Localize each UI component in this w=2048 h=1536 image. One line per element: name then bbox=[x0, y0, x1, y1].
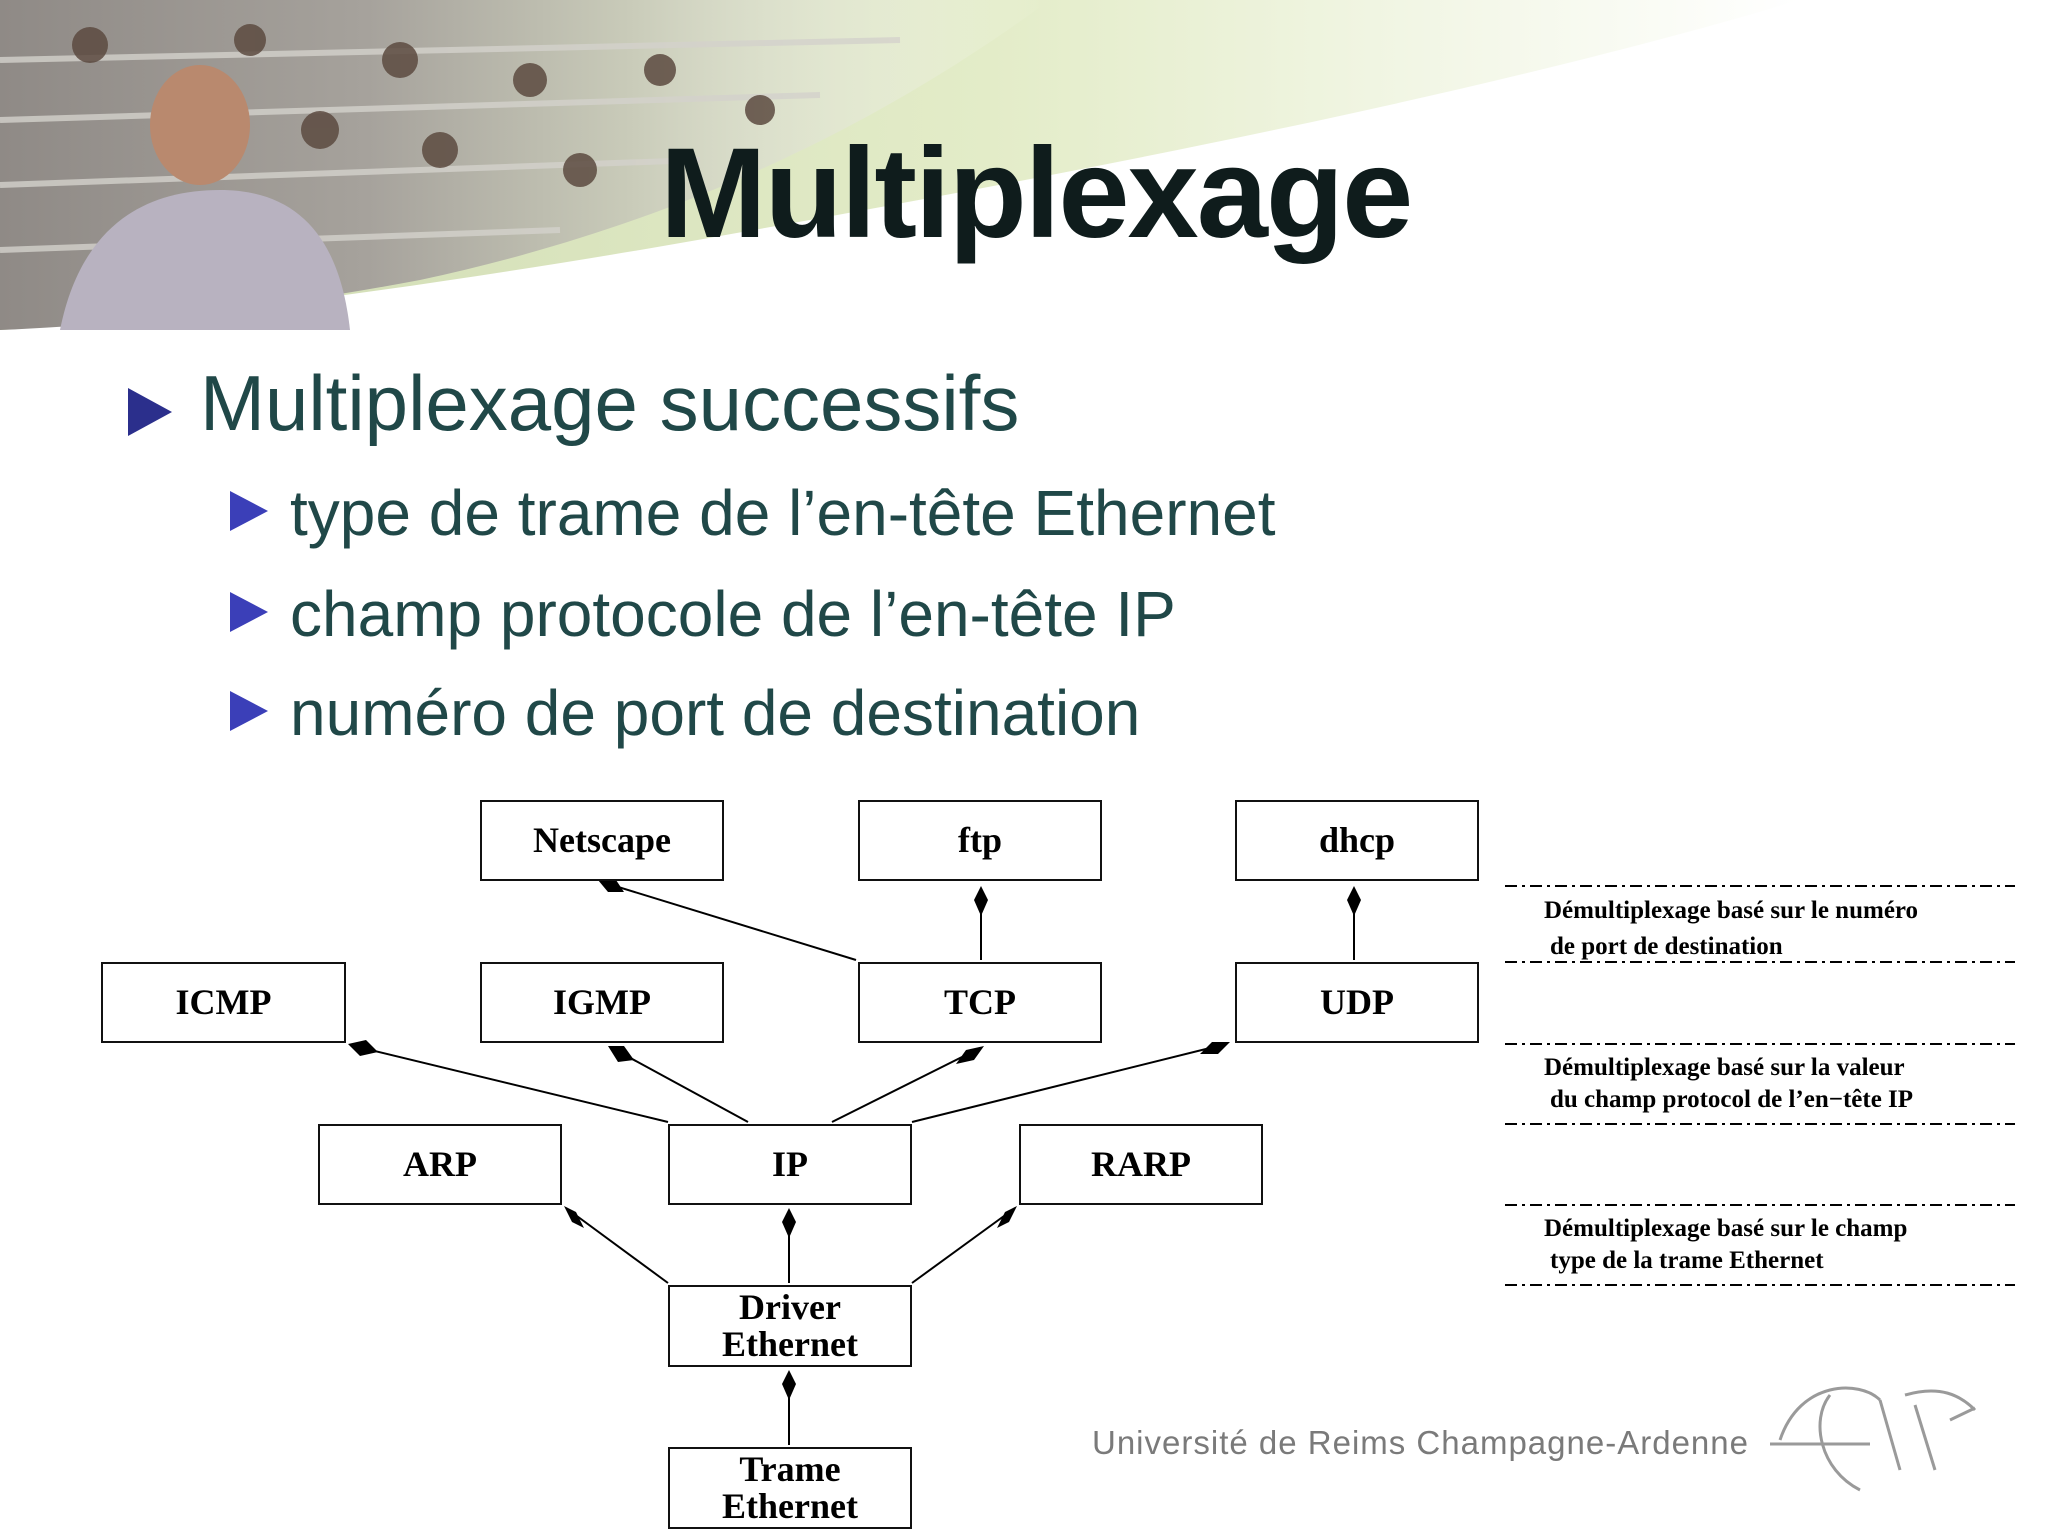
arrowhead-icon bbox=[956, 1046, 984, 1064]
box-trame-ethernet: Trame Ethernet bbox=[668, 1447, 912, 1529]
arrowhead-icon bbox=[997, 1206, 1017, 1228]
box-netscape: Netscape bbox=[480, 800, 724, 881]
bullet-triangle-icon bbox=[128, 388, 172, 436]
level-separators bbox=[1505, 885, 2015, 1286]
annotation-type-line2: type de la trame Ethernet bbox=[1550, 1247, 1824, 1274]
arrowhead-icon bbox=[348, 1040, 378, 1056]
box-ip: IP bbox=[668, 1124, 912, 1205]
box-trame-line2: Ethernet bbox=[722, 1486, 858, 1526]
box-driver-ethernet: Driver Ethernet bbox=[668, 1285, 912, 1367]
lecturer-figure bbox=[60, 65, 350, 330]
annotation-port-line2: de port de destination bbox=[1550, 933, 1783, 960]
arrowhead-icon bbox=[1347, 886, 1361, 916]
box-driver-line2: Ethernet bbox=[722, 1324, 858, 1364]
bullet-level2: numéro de port de destination bbox=[290, 677, 1141, 749]
annotation-protocol-line2: du champ protocol de l’en−tête IP bbox=[1550, 1086, 1914, 1113]
university-logo-icon bbox=[1770, 1386, 1977, 1492]
annotation-protocol-line1: Démultiplexage basé sur la valeur bbox=[1544, 1054, 1905, 1081]
bullet-triangle-icon bbox=[230, 691, 268, 731]
footer-university-name: Université de Reims Champagne-Ardenne bbox=[1092, 1424, 1749, 1461]
header-photo-banner bbox=[0, 0, 1800, 330]
box-ftp: ftp bbox=[858, 800, 1102, 881]
arrowhead-icon bbox=[564, 1206, 584, 1228]
arrowhead-icon bbox=[782, 1370, 796, 1400]
arrowhead-icon bbox=[598, 880, 624, 892]
arrowhead-icon bbox=[974, 886, 988, 916]
bullet-level1: Multiplexage successifs bbox=[200, 359, 1020, 447]
box-arp: ARP bbox=[318, 1124, 562, 1205]
bullet-triangle-icon bbox=[230, 592, 268, 632]
box-icmp: ICMP bbox=[101, 962, 346, 1043]
box-trame-line1: Trame bbox=[739, 1449, 841, 1489]
box-rarp: RARP bbox=[1019, 1124, 1263, 1205]
box-dhcp: dhcp bbox=[1235, 800, 1479, 881]
box-udp: UDP bbox=[1235, 962, 1479, 1043]
bullet-triangle-icon bbox=[230, 491, 268, 531]
box-driver-line1: Driver bbox=[739, 1287, 841, 1327]
annotation-port-line1: Démultiplexage basé sur le numéro bbox=[1544, 897, 1919, 924]
bullet-level2: champ protocole de l’en-tête IP bbox=[290, 578, 1176, 650]
arrowhead-icon bbox=[1200, 1042, 1230, 1054]
arrowhead-icon bbox=[782, 1208, 796, 1238]
box-igmp: IGMP bbox=[480, 962, 724, 1043]
arrowhead-icon bbox=[608, 1046, 634, 1062]
box-tcp: TCP bbox=[858, 962, 1102, 1043]
bullet-level2: type de trame de l’en-tête Ethernet bbox=[290, 477, 1276, 549]
slide-title: Multiplexage bbox=[660, 122, 1413, 265]
annotation-type-line1: Démultiplexage basé sur le champ bbox=[1544, 1215, 1908, 1242]
